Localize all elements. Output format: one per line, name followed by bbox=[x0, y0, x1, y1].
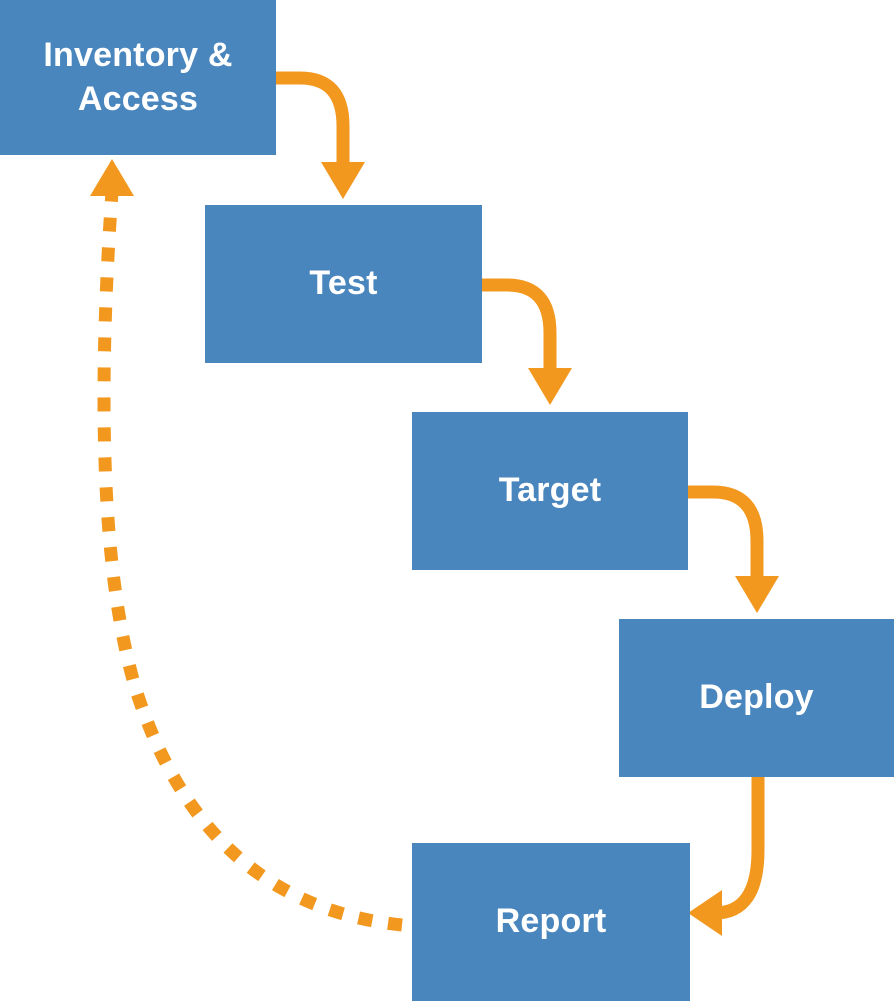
process-node-label: Deploy bbox=[699, 678, 814, 717]
process-node-label: Inventory & Access bbox=[43, 35, 233, 118]
connector-inventory-to-test bbox=[276, 71, 365, 199]
arrow-head-icon bbox=[735, 576, 779, 613]
process-node-label: Target bbox=[498, 471, 602, 510]
process-node-label: Report bbox=[495, 902, 607, 941]
connector-test-to-target bbox=[482, 278, 572, 405]
process-node-report[interactable]: Report bbox=[412, 843, 690, 1001]
process-node-test[interactable]: Test bbox=[205, 205, 482, 363]
process-node-target[interactable]: Target bbox=[412, 412, 688, 570]
connector-target-to-deploy bbox=[688, 485, 779, 613]
process-node-deploy[interactable]: Deploy bbox=[619, 619, 894, 777]
arrow-head-icon bbox=[528, 368, 572, 405]
connector-deploy-to-report bbox=[688, 777, 765, 936]
process-node-inventory[interactable]: Inventory & Access bbox=[0, 0, 276, 155]
arrow-head-icon bbox=[90, 159, 134, 196]
arrow-head-icon bbox=[688, 890, 722, 936]
arrow-head-icon bbox=[321, 162, 365, 199]
process-node-label: Test bbox=[309, 264, 378, 303]
